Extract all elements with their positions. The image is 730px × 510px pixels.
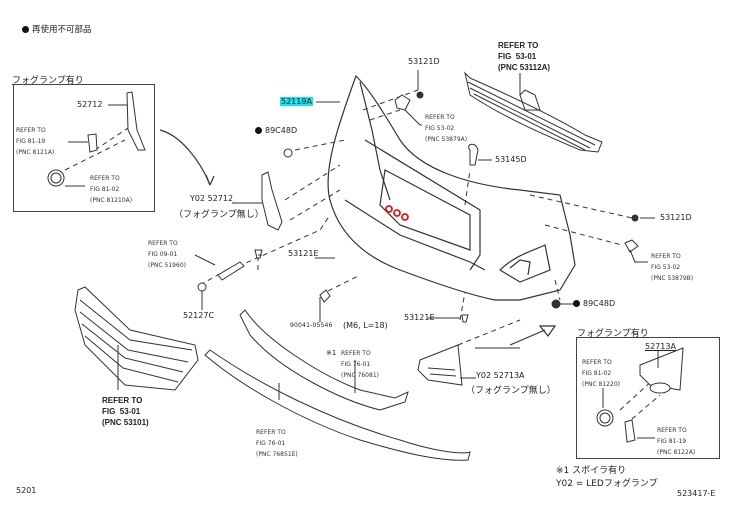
right-box-parts <box>596 347 684 443</box>
part-89c48d-right[interactable]: 89C48D <box>573 300 615 308</box>
part-53121e-mid[interactable]: 53121E <box>288 249 319 258</box>
part-53121e-low[interactable]: 53121E <box>404 313 435 322</box>
part-89c48d-left[interactable]: 89C48D <box>255 127 297 135</box>
part-52119a[interactable]: 52119A <box>280 97 313 106</box>
ref-fig-81-19-left[interactable]: REFER TO FIG 81-19 (PNC 8121A) <box>16 127 55 156</box>
fasteners <box>197 91 639 323</box>
bolt-part-number[interactable]: 90041-05546 <box>290 322 333 329</box>
footnote-spoiler: ※1 スポイラ有り <box>556 466 627 476</box>
ref-fig-53-02-top[interactable]: REFER TO FIG 53-02 (PNC 53879A) <box>425 114 468 143</box>
lower-grille <box>74 286 199 391</box>
part-89c48d-left-text: 89C48D <box>265 126 298 135</box>
legend-text: 再使用不可部品 <box>32 25 92 35</box>
lower-molding <box>204 349 471 461</box>
left-box-parts <box>47 91 146 187</box>
part-89c48d-right-text: 89C48D <box>583 299 616 308</box>
ref-fig-76-01-spoiler[interactable]: REFER TO FIG 76-01 (PNC 76081) <box>341 350 379 379</box>
figure-id: 523417-E <box>677 489 716 498</box>
part-y02-52712-note: （フォグランプ無し） <box>174 210 264 220</box>
legend-non-reusable: 再使用不可部品 <box>22 26 92 35</box>
ref-fig-81-02-left[interactable]: REFER TO FIG 81-02 (PNC 81210A) <box>90 175 133 204</box>
upper-grille <box>464 71 603 153</box>
non-reusable-dot-icon <box>255 127 262 134</box>
ref-fig-81-19-right[interactable]: REFER TO FIG 81-19 (PNC 8122A) <box>657 427 696 456</box>
ref-fig-53-02-right[interactable]: REFER TO FIG 53-02 (PNC 53879B) <box>651 253 694 282</box>
part-52712[interactable]: 52712 <box>77 100 103 109</box>
ref-upper-grille[interactable]: REFER TO FIG 53-01 (PNC 53112A) <box>498 41 551 72</box>
ref-fig-81-02-right[interactable]: REFER TO FIG 81-02 (PNC 81220) <box>582 359 620 388</box>
front-bumper-cover <box>327 74 576 301</box>
left-fog-lamp-box <box>13 84 155 212</box>
arrows <box>159 129 557 346</box>
fog-lamp-cover-left <box>232 171 283 231</box>
part-53121d-top[interactable]: 53121D <box>408 57 440 66</box>
part-y02-52712[interactable]: Y02 52712 <box>190 194 234 203</box>
part-y02-52713a[interactable]: Y02 52713A <box>476 371 525 380</box>
part-53121d-right[interactable]: 53121D <box>660 213 692 222</box>
part-y02-52713a-note: （フォグランプ無し） <box>466 386 556 396</box>
part-52119a-text: 52119A <box>280 97 313 106</box>
non-reusable-dot-icon <box>22 26 29 33</box>
right-fog-lamp-box <box>576 337 720 459</box>
right-box-title: フォグランプ有り <box>577 329 649 339</box>
footnote-y02: Y02 = LEDフォグランプ <box>556 479 658 489</box>
fog-lamp-cover-right <box>417 344 476 386</box>
spoiler-note-mark: ※1 <box>326 349 337 357</box>
front-spoiler <box>239 309 409 411</box>
ref-lower-grille[interactable]: REFER TO FIG 53-01 (PNC 53101) <box>102 396 149 427</box>
ref-fig-09-01[interactable]: REFER TO FIG 09-01 (PNC 51960) <box>148 240 186 269</box>
part-53145d[interactable]: 53145D <box>495 155 527 164</box>
ref-fig-76-01-lower[interactable]: REFER TO FIG 76-01 (PNC 76851E) <box>256 429 298 458</box>
part-52713a[interactable]: 52713A <box>645 342 676 351</box>
non-reusable-dot-icon <box>573 300 580 307</box>
red-clip-marks <box>385 205 409 221</box>
bolt-spec: (M6, L=18) <box>343 321 388 330</box>
left-box-title: フォグランプ有り <box>12 76 84 86</box>
part-52127c[interactable]: 52127C <box>183 311 215 320</box>
page-code: 5201 <box>16 486 37 495</box>
